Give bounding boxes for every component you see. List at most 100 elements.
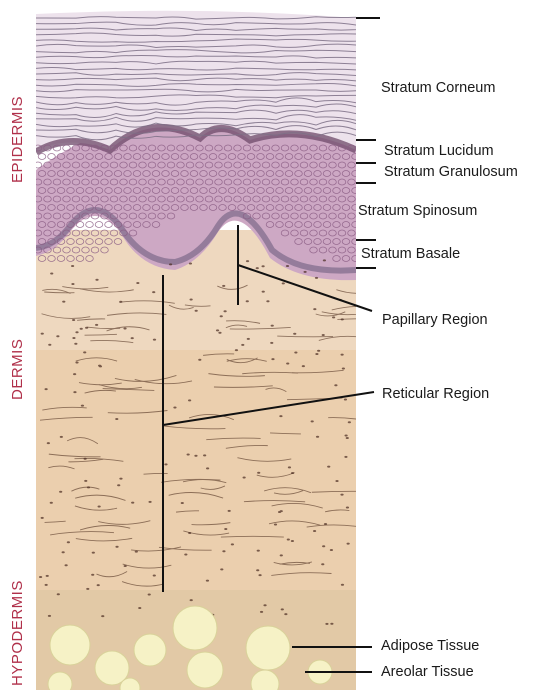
dermis-cell (73, 391, 76, 393)
dermis-cell (284, 613, 287, 615)
dermis-cell (206, 467, 209, 469)
dermis-cell (330, 549, 333, 551)
dermis-cell (60, 436, 63, 438)
dermis-cell (288, 466, 291, 468)
dermis-cell (246, 260, 249, 262)
dermis-cell (190, 299, 193, 301)
dermis-cell (164, 463, 167, 465)
dermis-cell (74, 343, 77, 345)
dermis-cell (67, 541, 70, 543)
dermis-cell (169, 263, 172, 265)
dermis-cell (222, 550, 225, 552)
dermis-cell (48, 344, 51, 346)
dermis-cell (346, 437, 349, 439)
dermis-cell (303, 271, 306, 273)
dermis-cell (257, 472, 260, 474)
dermis-cell (97, 584, 100, 586)
epidermis-cell (105, 222, 113, 228)
dermis-cell (316, 436, 319, 438)
dermis-cell (313, 530, 316, 532)
stratum-basale-label: Stratum Basale (361, 246, 460, 262)
dermis-cell (198, 359, 201, 361)
dermis-cell (279, 415, 282, 417)
fat-globule (173, 606, 217, 650)
dermis-cell (286, 362, 289, 364)
dermis-cell (223, 310, 226, 312)
dermis-cell (123, 328, 126, 330)
dermis-cell (189, 263, 192, 265)
dermis-cell (91, 574, 94, 576)
dermis-cell (346, 507, 349, 509)
dermis-cell (280, 554, 283, 556)
dermis-cell (45, 584, 48, 586)
dermis-cell (41, 333, 44, 335)
dermis-cell (266, 300, 269, 302)
dermis-cell (50, 502, 53, 504)
dermis-cell (47, 442, 50, 444)
epidermis-cell (76, 222, 84, 228)
dermis-cell (330, 623, 333, 625)
dermis-cell (148, 594, 151, 596)
dermis-cell (194, 455, 197, 457)
dermis-cell (124, 565, 127, 567)
epidermis-cell (38, 154, 46, 160)
dermis-cell (322, 545, 325, 547)
dermis-cell (72, 319, 75, 321)
dermis-cell (56, 335, 59, 337)
dermis-cell (325, 623, 328, 625)
dermis-cell (188, 399, 191, 401)
dermis-cell (341, 584, 344, 586)
dermis-cell (98, 365, 101, 367)
dermis-cell (334, 384, 337, 386)
dermis-label: DERMIS (9, 339, 26, 400)
dermis-cell (195, 310, 198, 312)
dermis-cell (344, 456, 347, 458)
dermis-cell (152, 291, 155, 293)
dermis-cell (41, 517, 44, 519)
dermis-cell (257, 550, 260, 552)
fat-globule (246, 626, 290, 670)
dermis-cell (83, 351, 86, 353)
dermis-cell (228, 510, 231, 512)
dermis-cell (324, 523, 327, 525)
dermis-cell (84, 458, 87, 460)
dermis-cell (135, 551, 138, 553)
dermis-cell (231, 543, 234, 545)
dermis-cell (48, 615, 51, 617)
dermis-cell (317, 350, 320, 352)
dermis-cell (65, 564, 68, 566)
dermis-cell (115, 418, 118, 420)
dermis-cell (138, 607, 141, 609)
dermis-cell (62, 301, 65, 303)
dermis-cell (119, 301, 122, 303)
dermis-cell (260, 611, 263, 613)
dermis-cell (321, 563, 324, 565)
stratum-granulosum-label: Stratum Granulosum (384, 164, 518, 180)
epidermis-cell (48, 154, 56, 160)
dermis-cell (131, 337, 134, 339)
hypodermis-label: HYPODERMIS (9, 580, 26, 686)
dermis-cell (73, 373, 76, 375)
dermis-cell (271, 325, 274, 327)
dermis-cell (243, 477, 246, 479)
dermis-cell (220, 315, 223, 317)
dermis-cell (190, 599, 193, 601)
dermis-cell (117, 484, 120, 486)
dermis-cell (291, 540, 294, 542)
dermis-cell (153, 574, 156, 576)
dermis-cell (345, 435, 348, 437)
dermis-cell (216, 329, 219, 331)
dermis-cell (271, 358, 274, 360)
dermis-cell (101, 615, 104, 617)
dermis-cell (302, 365, 305, 367)
dermis-cell (278, 511, 281, 513)
papillary-region-label: Papillary Region (382, 312, 488, 328)
dermis-cell (75, 331, 78, 333)
dermis-cell (46, 575, 49, 577)
dermis-cell (224, 528, 227, 530)
dermis-cell (220, 568, 223, 570)
dermis-cell (282, 282, 285, 284)
dermis-cell (71, 265, 74, 267)
dermis-cell (315, 353, 318, 355)
